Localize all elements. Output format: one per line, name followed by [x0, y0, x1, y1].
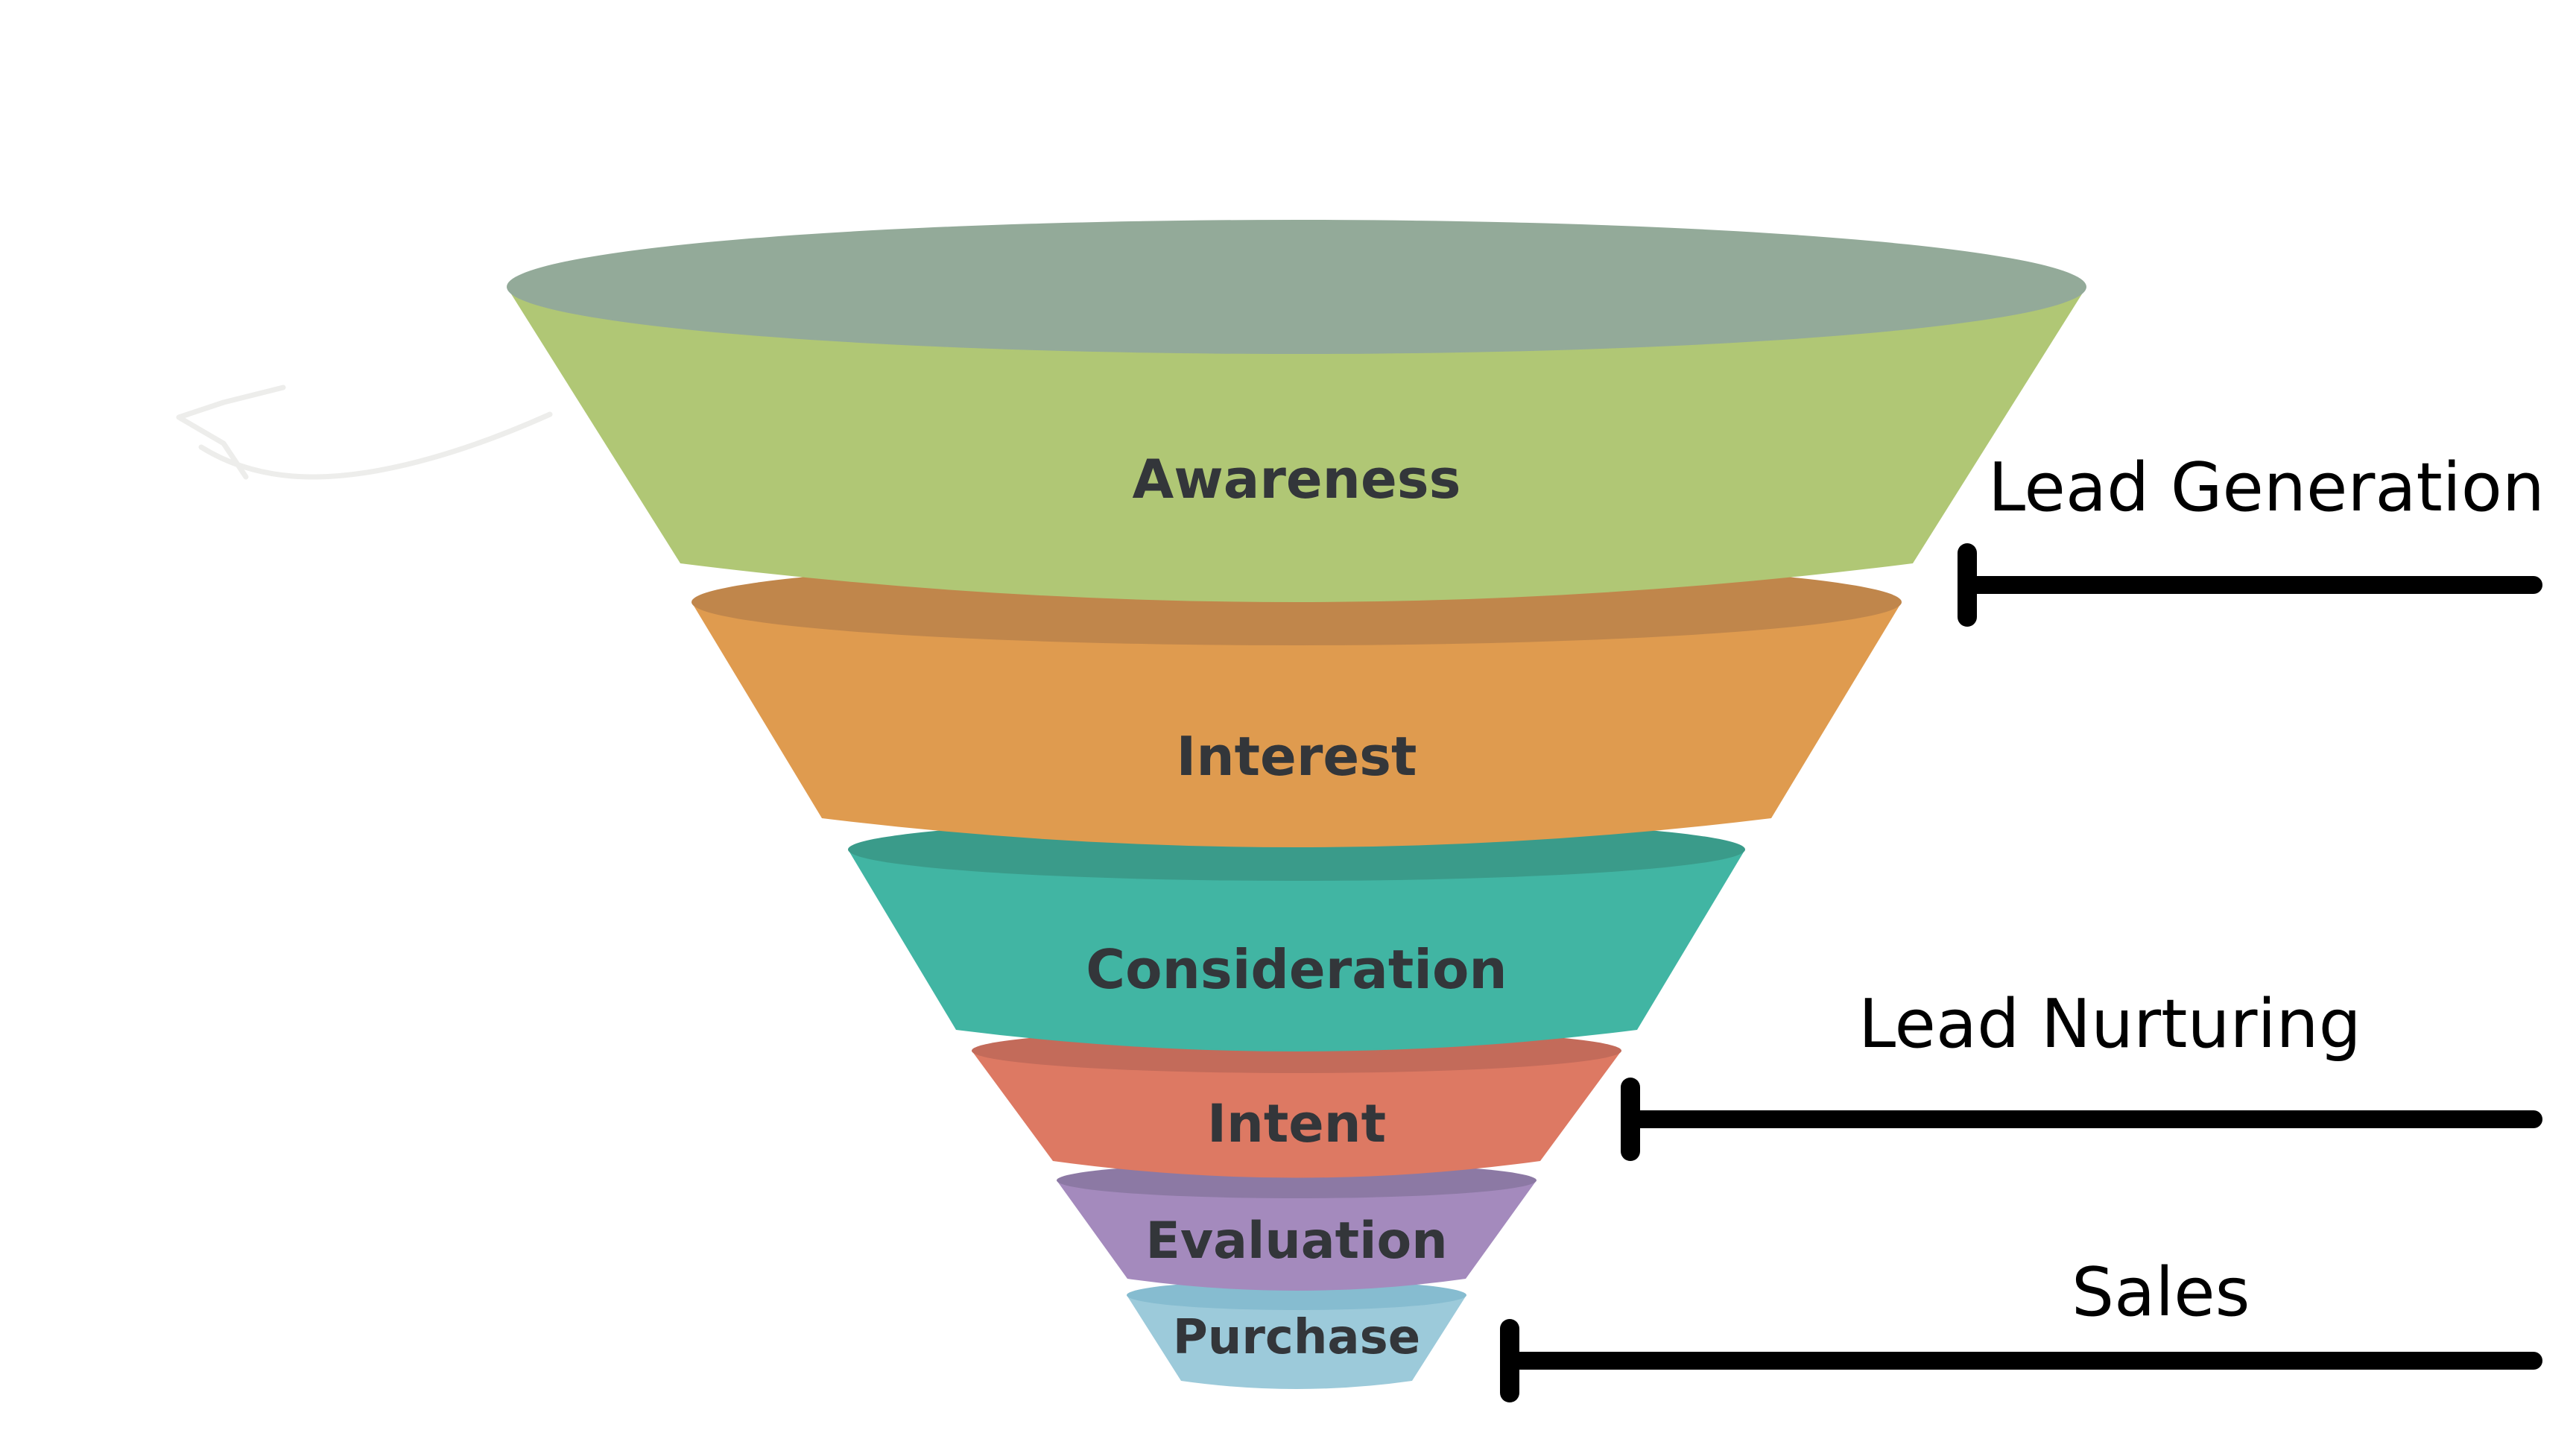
stage-label-interest: Interest: [1177, 725, 1417, 788]
stage-rim-purchase: [1127, 1280, 1466, 1310]
funnel-stage-purchase: Purchase: [1127, 1280, 1466, 1389]
stage-label-consideration: Consideration: [1086, 938, 1507, 1001]
sales-marker: [1500, 1319, 2542, 1402]
stage-rim-awareness: [507, 220, 2086, 354]
funnel-stage-evaluation: Evaluation: [1057, 1162, 1537, 1291]
stage-band-purchase: [1127, 1295, 1466, 1389]
funnel-stage-awareness: Awareness: [507, 220, 2086, 602]
sales-label: Sales: [2072, 1253, 2250, 1332]
stage-label-intent: Intent: [1207, 1093, 1386, 1154]
stage-band-intent: [972, 1051, 1621, 1178]
lead-generation-marker: [1958, 543, 2542, 627]
stage-label-awareness: Awareness: [1133, 448, 1461, 510]
funnel-stage-consideration: Consideration: [848, 818, 1745, 1051]
stage-band-interest: [692, 602, 1902, 847]
lead-nurturing-label: Lead Nurturing: [1858, 985, 2361, 1063]
curved-arrow-icon: [176, 385, 553, 480]
stage-band-consideration: [848, 850, 1745, 1051]
funnel-stage-interest: Interest: [692, 559, 1902, 847]
lead-generation-label: Lead Generation: [1988, 449, 2545, 527]
stage-band-awareness: [507, 287, 2086, 602]
stage-label-evaluation: Evaluation: [1145, 1212, 1447, 1271]
stage-band-evaluation: [1057, 1180, 1537, 1291]
lead-nurturing-marker: [1621, 1078, 2542, 1161]
stage-label-purchase: Purchase: [1173, 1310, 1420, 1365]
